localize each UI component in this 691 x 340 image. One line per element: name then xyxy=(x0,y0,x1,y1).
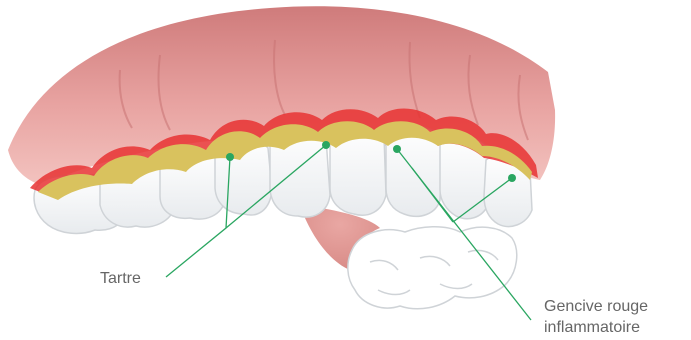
label-tartre: Tartre xyxy=(100,268,141,289)
lower-teeth xyxy=(348,227,517,309)
label-gencive-line-2: inflammatoire xyxy=(544,317,648,338)
pointer-dot xyxy=(393,145,401,153)
label-gencive-line-1: Gencive rouge xyxy=(544,296,648,317)
pointer-dot xyxy=(508,174,516,182)
pointer-dot xyxy=(226,153,234,161)
pointer-dot xyxy=(322,141,330,149)
label-gencive-rouge: Gencive rouge inflammatoire xyxy=(544,296,648,338)
